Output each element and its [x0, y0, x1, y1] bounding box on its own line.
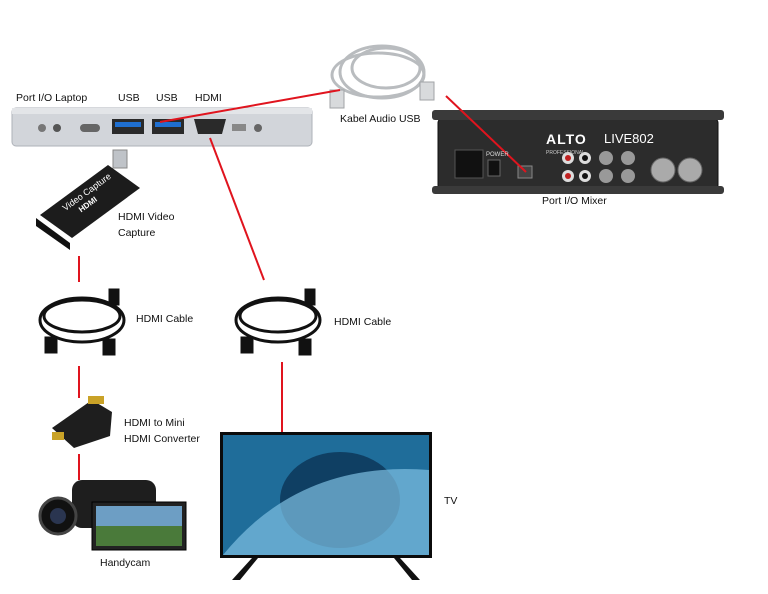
label-cable-right: HDMI Cable	[334, 316, 392, 328]
label-audio-usb: Kabel Audio USB	[340, 113, 421, 125]
laptop-port-strip	[11, 107, 313, 147]
wire-usb-to-audio-cable	[159, 89, 341, 123]
mixer-model-text: LIVE802	[604, 131, 654, 146]
label-laptop-port: Port I/O Laptop	[16, 92, 88, 104]
handycam-device	[38, 480, 187, 551]
label-capture-1: HDMI Video	[118, 211, 175, 223]
label-converter-2: HDMI Converter	[124, 433, 200, 445]
label-usb-2: USB	[156, 92, 178, 104]
usb-audio-cable	[329, 44, 435, 109]
label-capture-2: Capture	[118, 227, 156, 239]
hdmi-mini-converter	[52, 396, 112, 448]
label-tv: TV	[444, 495, 458, 507]
label-cable-left: HDMI Cable	[136, 313, 194, 325]
wire-hdmi-to-cable-right	[209, 137, 265, 281]
tv-device	[220, 432, 432, 580]
label-converter-1: HDMI to Mini	[124, 417, 185, 429]
label-mixer-port: Port I/O Mixer	[542, 195, 607, 207]
hdmi-cable-right	[234, 288, 322, 356]
hdmi-cable-left	[38, 288, 126, 356]
label-hdmi: HDMI	[195, 92, 222, 104]
connection-wires	[78, 89, 527, 480]
mixer-brand-text: ALTO	[546, 131, 587, 147]
label-usb-1: USB	[118, 92, 140, 104]
mixer-sub-text: PROFESSIONAL	[546, 150, 585, 156]
wire-audio-cable-to-mixer	[445, 95, 527, 173]
mixer-power-text: POWER	[486, 152, 509, 158]
video-capture-device	[36, 149, 140, 250]
label-handycam: Handycam	[100, 557, 151, 569]
